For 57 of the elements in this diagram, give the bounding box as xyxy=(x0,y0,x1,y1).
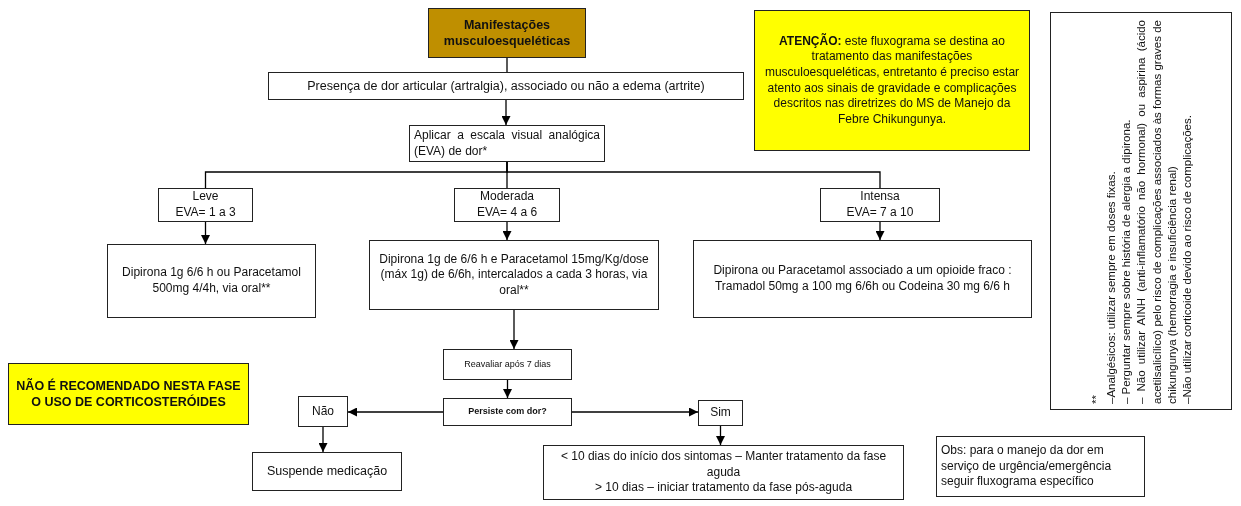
note-text: ** xyxy=(1088,394,1103,404)
arrow xyxy=(501,99,511,126)
note-box xyxy=(754,10,1030,151)
node-text: Aplicar a escala visual analógica (EVA) de dor* xyxy=(414,127,600,160)
arrow xyxy=(571,407,699,417)
node-text: Persiste com dor? xyxy=(468,406,547,418)
node-text: < 10 dias do início dos sintomas – Manter tratamento da fase aguda xyxy=(559,449,888,481)
arrow xyxy=(503,379,512,399)
process-box xyxy=(298,396,348,427)
node-text: Intensa xyxy=(860,189,900,205)
arrow xyxy=(201,221,210,245)
note-text: –Não utilizar corticoide devido ao risco de complicações. xyxy=(1179,114,1194,404)
node-text: EVA= 4 a 6 xyxy=(476,205,538,221)
process-box xyxy=(936,436,1145,497)
node-text: Manifestações musculoesqueléticas xyxy=(442,16,572,50)
process-box xyxy=(698,400,743,426)
arrow xyxy=(502,221,512,241)
process-box xyxy=(693,240,1032,318)
note-text: –Analgésicos: utilizar sempre em doses fixas. xyxy=(1104,170,1119,404)
node-text: Leve xyxy=(192,189,219,205)
node-text: Suspende medicação xyxy=(266,463,388,480)
node-text: EVA= 7 a 10 xyxy=(846,205,914,221)
process-box xyxy=(158,188,253,222)
node-text: Sim xyxy=(710,405,731,421)
node-text: > 10 dias – iniciar tratamento da fase pós-aguda xyxy=(594,480,853,496)
arrow xyxy=(318,426,328,453)
arrow xyxy=(509,309,519,350)
node-text: Obs: para o manejo da dor em serviço de urgência/emergência seguir fluxograma específico xyxy=(941,443,1113,490)
process-box xyxy=(369,240,659,310)
node-text: Moderada xyxy=(479,189,534,205)
node-text: ATENÇÃO: este fluxograma se destina ao tratamento das manifestações musculoesqueléticas, entretanto é preciso estar atento aos sinais de gravidade e complicações descritos nas diretrizes do MS de Manejo da Febre Chikungunya. xyxy=(763,33,1021,128)
process-box xyxy=(268,72,744,100)
arrow xyxy=(875,221,885,241)
node-text: Dipirona 1g 6/6 h ou Paracetamol 500mg 4/4h, via oral** xyxy=(121,265,302,297)
process-box xyxy=(820,188,940,222)
process-box xyxy=(252,452,402,491)
node-text: NÃO É RECOMENDADO NESTA FASE O USO DE CORTICOSTERÓIDES xyxy=(15,377,242,411)
note-text: – Perguntar sempre sobre história de alergia a dipirona. xyxy=(1119,118,1134,404)
note-box xyxy=(8,363,249,425)
note-box xyxy=(1050,12,1232,410)
process-box xyxy=(443,398,572,426)
arrow xyxy=(347,407,444,417)
node-text: Dipirona 1g de 6/6 h e Paracetamol 15mg/Kg/dose (máx 1g) de 6/6h, intercalados a cada 3 horas, via oral** xyxy=(378,251,650,299)
arrow xyxy=(716,425,725,446)
process-box xyxy=(454,188,560,222)
process-box xyxy=(107,244,316,318)
node-text: Dipirona ou Paracetamol associado a um opioide fraco : Tramadol 50mg a 100 mg 6/6h ou Codeina 30 mg 6/6 h xyxy=(712,263,1013,295)
process-box xyxy=(443,349,572,380)
node-text: Reavaliar após 7 dias xyxy=(464,358,551,371)
node-text: Presença de dor articular (artralgia), associado ou não a edema (artrite) xyxy=(307,77,705,95)
note-text: – Não utilizar AINH (anti-inflamatório não hormonal) ou aspirina (ácido acetilsalicílico) pelo risco de complicações associados às formas graves de chikungunya (hemorragia e insuficiência renal) xyxy=(1134,20,1179,404)
note-box xyxy=(428,8,586,58)
process-box xyxy=(543,445,904,500)
connector-line xyxy=(506,57,508,73)
node-text: EVA= 1 a 3 xyxy=(175,205,236,221)
node-text: Não xyxy=(312,403,334,420)
connector-line xyxy=(506,161,881,189)
